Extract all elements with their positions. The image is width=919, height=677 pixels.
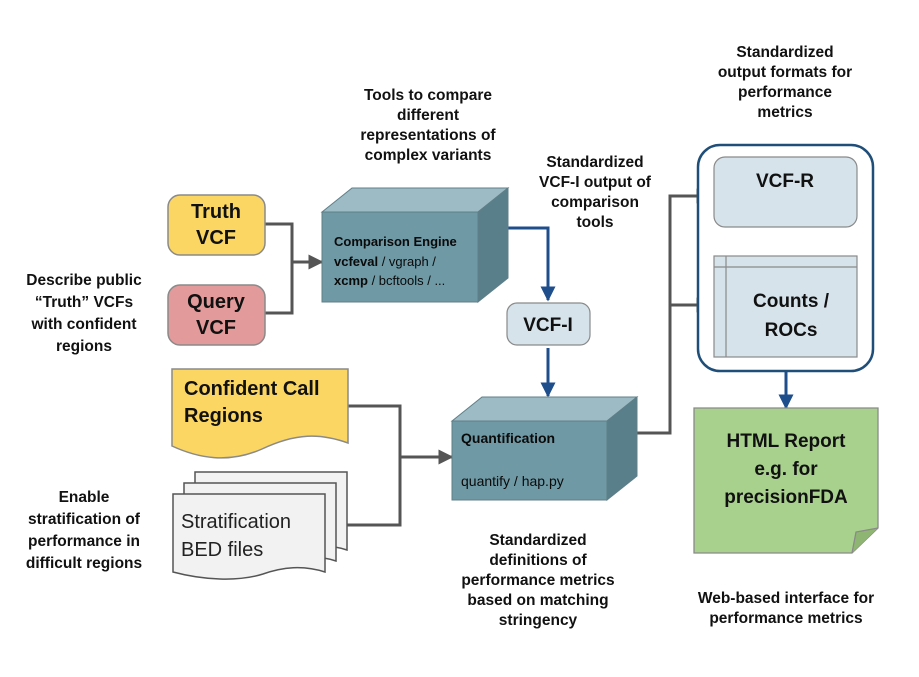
- svg-text:with confident: with confident: [30, 316, 136, 333]
- svg-text:based on matching: based on matching: [467, 592, 608, 609]
- svg-text:stratification of: stratification of: [28, 511, 141, 528]
- html-report-fold: [851, 527, 879, 554]
- vcf-r-shape: [713, 156, 858, 228]
- quant-top: [450, 396, 639, 422]
- quant-front: [451, 420, 608, 501]
- svg-text:Quantification: Quantification: [461, 430, 555, 446]
- svg-text:Describe public: Describe public: [26, 272, 142, 289]
- engine-front: [321, 211, 479, 303]
- svg-text:Truth: Truth: [191, 201, 241, 223]
- svg-text:Standardized: Standardized: [546, 154, 643, 171]
- truth-vcf-shape: [167, 194, 266, 256]
- svg-text:e.g. for: e.g. for: [754, 459, 818, 480]
- svg-text:quantify / hap.py: quantify / hap.py: [461, 473, 564, 489]
- svg-text:definitions of: definitions of: [489, 552, 587, 569]
- svg-text:stringency: stringency: [499, 612, 578, 629]
- svg-text:Regions: Regions: [184, 405, 263, 427]
- caption-tools: Tools to compare different representatio…: [360, 87, 496, 164]
- svg-text:Stratification: Stratification: [181, 511, 291, 533]
- quantification-box: Quantification quantify / hap.py: [450, 395, 639, 502]
- svg-text:difficult regions: difficult regions: [26, 555, 142, 572]
- svg-text:precisionFDA: precisionFDA: [724, 487, 848, 508]
- confident-regions-doc: Confident Call Regions: [171, 368, 349, 459]
- connector-lines: [265, 188, 794, 527]
- svg-text:VCF-I: VCF-I: [523, 315, 573, 336]
- svg-text:metrics: metrics: [757, 104, 812, 121]
- svg-text:“Truth” VCFs: “Truth” VCFs: [35, 294, 133, 311]
- svg-text:Query: Query: [187, 291, 246, 313]
- svg-text:output formats for: output formats for: [718, 64, 852, 81]
- svg-text:Enable: Enable: [59, 489, 110, 506]
- svg-text:ROCs: ROCs: [765, 320, 818, 341]
- truth-connector: [265, 222, 294, 300]
- svg-text:different: different: [397, 107, 459, 124]
- query-connector: [265, 300, 294, 315]
- engine-top: [320, 187, 510, 213]
- svg-text:performance: performance: [738, 84, 832, 101]
- caption-web: Web-based interface for performance metr…: [698, 590, 874, 627]
- svg-text:xcmp / bcftools / ...: xcmp / bcftools / ...: [334, 273, 445, 288]
- svg-text:vcfeval / vgraph /: vcfeval / vgraph /: [334, 254, 436, 269]
- query-vcf-shape: [167, 284, 266, 346]
- caption-describe-truth: Describe public “Truth” VCFs with confid…: [26, 272, 142, 355]
- svg-text:VCF-R: VCF-R: [756, 171, 814, 192]
- stratification-front-doc: [172, 493, 326, 580]
- svg-text:VCF: VCF: [196, 317, 236, 339]
- vcf-i-box: VCF-I: [506, 302, 591, 346]
- svg-text:performance in: performance in: [28, 533, 140, 550]
- vcf-r-box: VCF-R: [713, 156, 858, 228]
- html-report-note: HTML Report e.g. for precisionFDA: [693, 407, 879, 554]
- html-report-shape: [693, 407, 879, 554]
- counts-shape: [713, 255, 858, 358]
- caption-output-formats: Standardized output formats for performa…: [718, 44, 852, 121]
- stratification-docs: Stratification BED files: [172, 471, 348, 580]
- truth-vcf-box: Truth VCF: [167, 194, 266, 256]
- caption-stratification: Enable stratification of performance in …: [26, 489, 142, 572]
- svg-text:comparison: comparison: [551, 194, 639, 211]
- svg-text:performance metrics: performance metrics: [709, 610, 862, 627]
- svg-text:regions: regions: [56, 338, 112, 355]
- engine-to-vcfi-arrow: [508, 226, 556, 302]
- regions-connector: [348, 404, 402, 457]
- svg-text:tools: tools: [576, 214, 613, 231]
- svg-text:Web-based interface for: Web-based interface for: [698, 590, 874, 607]
- output-formats-panel: VCF-R Counts / ROCs: [696, 143, 875, 373]
- svg-text:Standardized: Standardized: [736, 44, 833, 61]
- svg-text:VCF: VCF: [196, 227, 236, 249]
- counts-rocs-box: Counts / ROCs: [713, 255, 858, 358]
- caption-definitions: Standardized definitions of performance …: [461, 532, 614, 629]
- query-vcf-box: Query VCF: [167, 284, 266, 346]
- confident-regions-shape: [171, 368, 349, 459]
- svg-text:Tools to compare: Tools to compare: [364, 87, 492, 104]
- caption-vcfi-output: Standardized VCF-I output of comparison …: [539, 154, 652, 231]
- quant-to-vcfr-arrow: [637, 188, 712, 435]
- svg-text:complex variants: complex variants: [365, 147, 492, 164]
- svg-text:Comparison Engine: Comparison Engine: [334, 234, 457, 249]
- svg-text:Counts /: Counts /: [753, 291, 830, 312]
- svg-text:VCF-I output of: VCF-I output of: [539, 174, 652, 191]
- stratification-connector: [347, 457, 402, 527]
- svg-text:Confident Call: Confident Call: [184, 378, 320, 400]
- svg-text:Standardized: Standardized: [489, 532, 586, 549]
- svg-text:BED files: BED files: [181, 539, 263, 561]
- svg-text:performance metrics: performance metrics: [461, 572, 614, 589]
- svg-text:HTML Report: HTML Report: [727, 431, 847, 452]
- comparison-engine-box: Comparison Engine vcfeval / vgraph / xcm…: [320, 186, 510, 304]
- svg-text:representations of: representations of: [360, 127, 496, 144]
- vcf-i-shape: [506, 302, 591, 346]
